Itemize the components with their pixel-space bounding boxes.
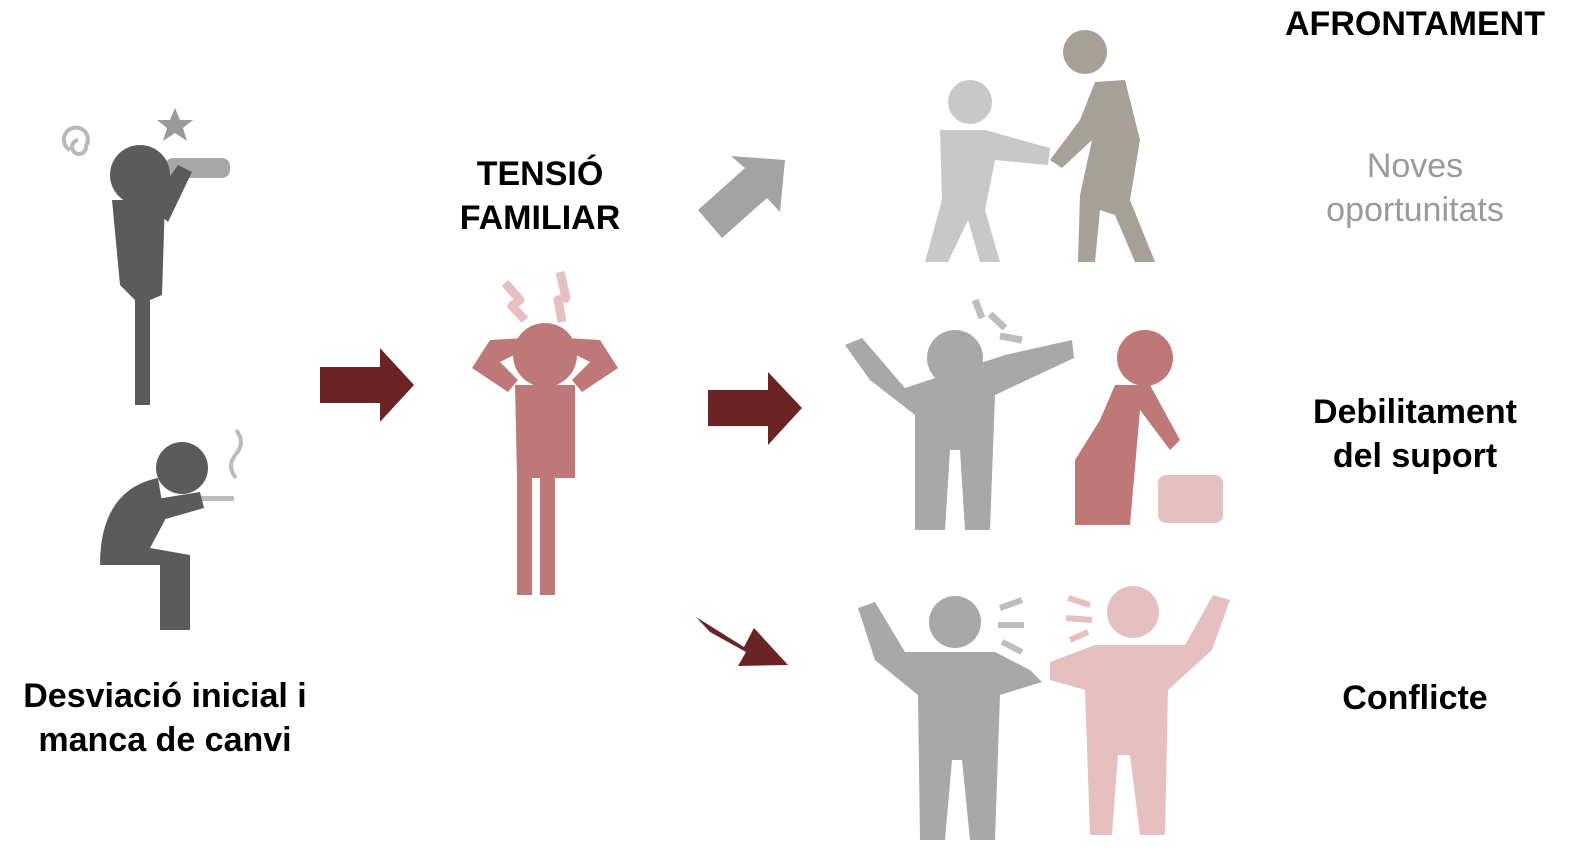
left-label: Desviació inicial i manca de canvi xyxy=(0,674,330,762)
outcome-line2: del suport xyxy=(1332,437,1498,475)
outcome-line1: Debilitament xyxy=(1312,393,1518,431)
outcome-line2: oportunitats xyxy=(1326,191,1504,229)
center-label: TENSIÓ FAMILIAR xyxy=(430,152,650,240)
arrow-to-tension xyxy=(320,348,414,422)
suitcase-icon xyxy=(1158,475,1223,523)
left-label-line2: manca de canvi xyxy=(38,721,292,759)
arrow-up-to-opportunities xyxy=(698,156,785,238)
center-label-line1: TENSIÓ xyxy=(476,155,604,193)
helping-hands-icon xyxy=(925,30,1155,262)
dizzy-swirl-icon xyxy=(61,125,90,156)
conflict-pair-icon xyxy=(858,586,1230,840)
left-label-line1: Desviació inicial i xyxy=(23,677,307,715)
center-label-line2: FAMILIAR xyxy=(459,199,621,237)
star-icon xyxy=(157,108,193,141)
outcome-weakening-support: Debilitament del suport xyxy=(1290,390,1540,478)
cigarette-icon xyxy=(200,496,234,501)
weakening-support-icon xyxy=(845,298,1223,530)
arrow-down-to-conflict xyxy=(696,617,788,666)
outcome-line1: Noves xyxy=(1366,147,1464,185)
outcome-conflict: Conflicte xyxy=(1290,676,1540,720)
heading-afrontament: AFRONTAMENT xyxy=(1285,5,1545,43)
arrow-to-weakening xyxy=(708,372,802,445)
drinking-person-icon xyxy=(61,108,230,405)
outcome-line1: Conflicte xyxy=(1342,679,1488,717)
outcome-new-opportunities: Noves oportunitats xyxy=(1290,144,1540,232)
stressed-person-icon xyxy=(472,270,618,595)
smoking-person-icon xyxy=(100,428,243,630)
smoke-icon xyxy=(229,428,243,480)
